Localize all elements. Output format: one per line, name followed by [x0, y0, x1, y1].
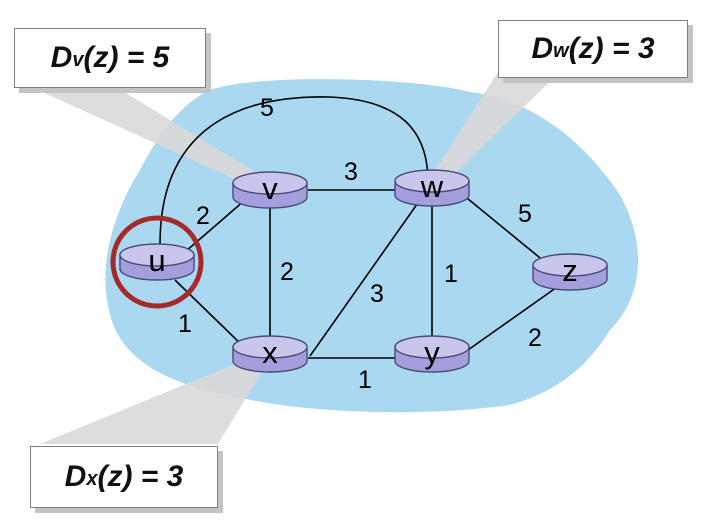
router-u: u — [119, 243, 195, 281]
cost-x-y: 1 — [358, 366, 372, 394]
router-x: x — [232, 335, 308, 373]
callout-v-rest: (z) = 5 — [83, 41, 170, 74]
cost-u-w: 5 — [260, 94, 274, 122]
router-z-top — [532, 253, 608, 277]
callout-x-prefix: D — [64, 460, 87, 493]
router-u-label: u — [148, 243, 165, 278]
callout-x-sub: x — [86, 467, 98, 490]
router-y-top — [394, 335, 470, 359]
cost-w-z: 5 — [518, 200, 532, 228]
router-w-label: w — [420, 169, 444, 204]
cost-v-w: 3 — [344, 158, 358, 186]
router-z: z — [532, 253, 608, 291]
callout-v-pointer — [20, 82, 268, 186]
router-w: w — [394, 169, 470, 207]
router-x-label: x — [262, 335, 278, 370]
cost-w-y: 1 — [444, 260, 458, 288]
cost-w-x: 3 — [370, 280, 384, 308]
callout-w-rest: (z) = 3 — [568, 32, 655, 65]
router-y-label: y — [424, 335, 440, 370]
callout-w-prefix: D — [531, 32, 554, 65]
router-z-label: z — [562, 253, 578, 288]
router-x-top — [232, 335, 308, 359]
router-v-label: v — [262, 171, 278, 206]
link-y-z — [467, 284, 561, 351]
router-y: y — [394, 335, 470, 373]
callout-x-pointer — [40, 356, 268, 444]
cost-u-x: 1 — [178, 310, 192, 338]
callout-w-pointer — [430, 72, 560, 186]
cost-v-x: 2 — [280, 258, 294, 286]
callout-v-prefix: D — [50, 41, 73, 74]
cost-u-v: 2 — [196, 202, 210, 230]
router-w-top — [394, 169, 470, 193]
network-cloud — [105, 79, 639, 413]
callout-x-rest: (z) = 3 — [97, 460, 184, 493]
link-w-z — [461, 193, 546, 263]
callout-v-sub: v — [72, 48, 84, 71]
router-v: v — [232, 171, 308, 209]
cost-y-z: 2 — [528, 324, 542, 352]
link-u-w — [159, 96, 429, 245]
router-v-top — [232, 171, 308, 195]
link-w-x — [309, 199, 421, 357]
router-u-top — [119, 243, 195, 267]
callout-w-sub: w — [553, 39, 569, 62]
source-node-highlight — [110, 215, 204, 309]
